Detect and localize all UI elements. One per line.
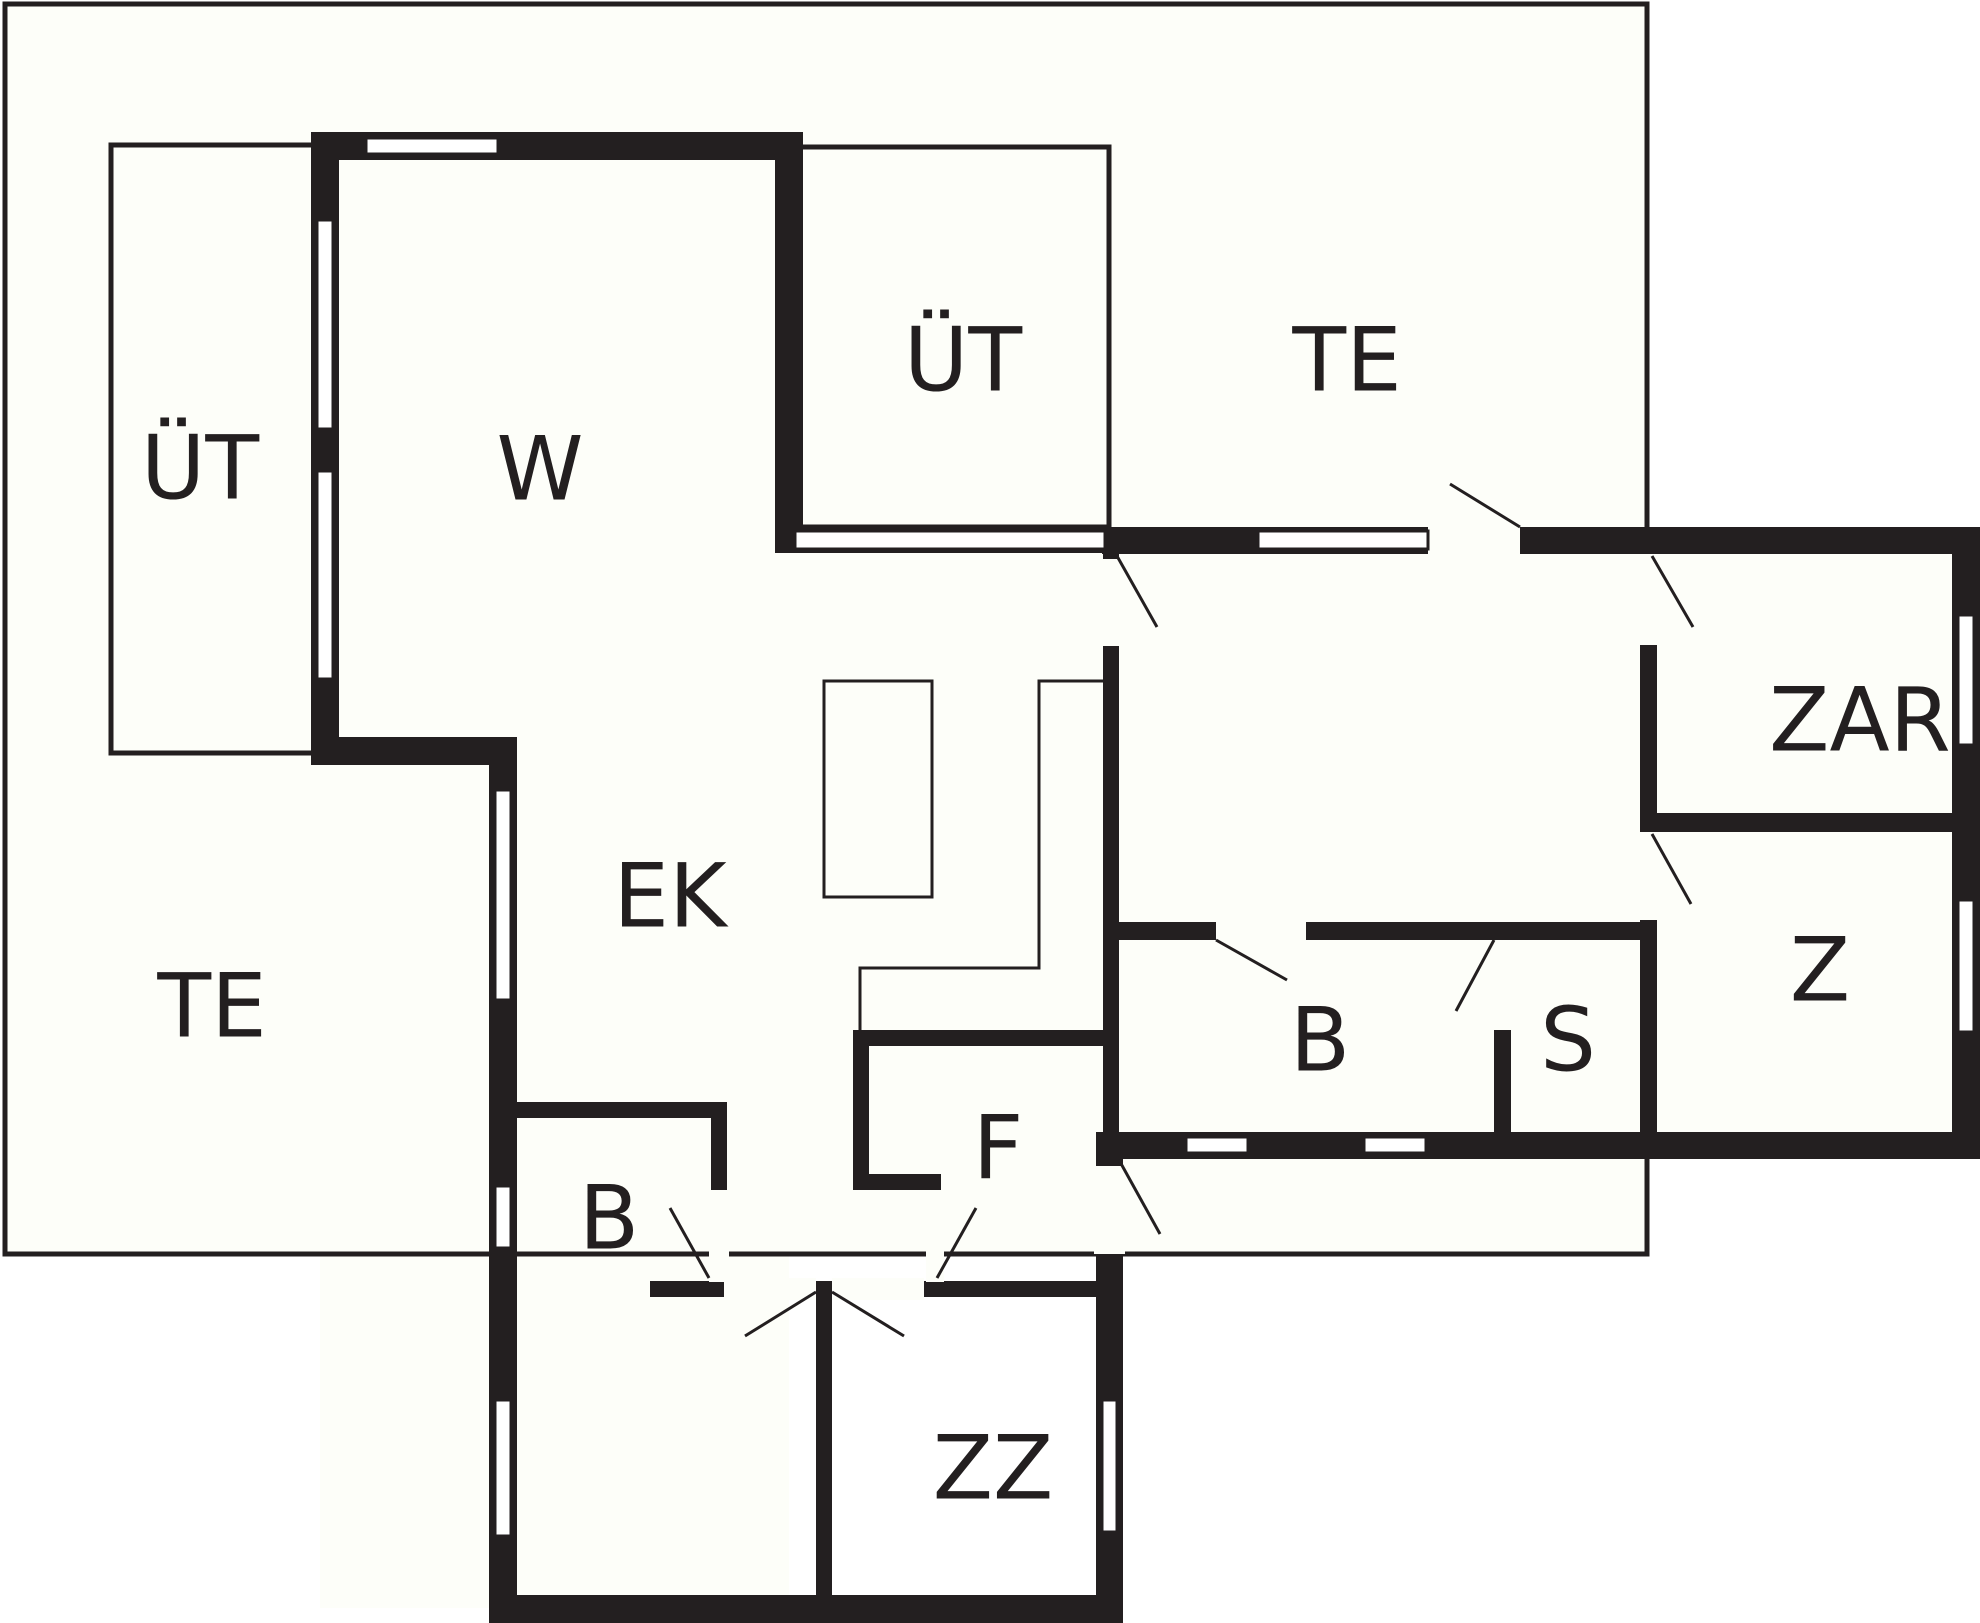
door-swing-hall-south (1117, 1159, 1162, 1235)
wall-b-right-north (1110, 922, 1655, 940)
wall-f-west (853, 1030, 869, 1190)
door-swing-b-right (1215, 938, 1288, 982)
door-swing-zar (1650, 555, 1695, 628)
door-gap-corridor-west (724, 1278, 816, 1300)
wall-f-step-end (927, 1174, 941, 1194)
interior-floor-west (320, 148, 789, 1608)
room-label-ut-left: ÜT (141, 417, 260, 520)
wall-f-east-lower (1096, 1254, 1123, 1284)
wall-s-west (1494, 1030, 1511, 1140)
room-label-te-left: TE (156, 955, 266, 1058)
wall-zar-south (1640, 813, 1980, 832)
window-zar (1956, 613, 1976, 747)
window-w-west-upper (315, 218, 335, 431)
room-label-w: W (496, 418, 583, 521)
door-gap-b-right (1216, 918, 1306, 942)
floor-areas (5, 4, 1970, 1608)
window-hall-north (1256, 529, 1430, 551)
door-swing-s (1454, 939, 1496, 1012)
door-swing-hall-north (1115, 555, 1159, 628)
door-swing-b-left (668, 1207, 711, 1279)
wall-zar-west (1640, 645, 1657, 837)
dining-table (822, 679, 934, 899)
door-swings (668, 482, 1695, 1338)
wall-b-north (506, 1102, 727, 1118)
door-gap-zar (1638, 554, 1659, 645)
wall-east-north (1520, 527, 1980, 554)
door-swing-z (1650, 833, 1693, 905)
room-label-zar: ZAR (1769, 669, 1951, 772)
furniture (822, 679, 1103, 1032)
wall-hall-west (1103, 646, 1119, 1136)
door-gap-hall-south (1094, 1166, 1125, 1254)
wall-f-step (853, 1174, 941, 1190)
door-gap-terrace (1428, 524, 1520, 558)
room-label-s: S (1540, 989, 1596, 1092)
door-gap-s (1493, 940, 1512, 1030)
room-label-ek: EK (613, 845, 729, 948)
door-gap-hall-north (1100, 559, 1121, 646)
window-south-2 (1362, 1135, 1428, 1155)
windows (315, 136, 1976, 1538)
room-label-b-left: B (579, 1167, 639, 1270)
door-swing-corridor-east (831, 1290, 905, 1338)
wall-b-east (711, 1102, 727, 1192)
room-label-b-right: B (1290, 989, 1350, 1092)
door-gap-f (926, 1190, 944, 1282)
wall-w-east (775, 132, 803, 552)
door-gap-b-left (709, 1190, 729, 1282)
interior-floor-east (1110, 540, 1970, 1150)
door-gaps (709, 524, 1659, 1300)
kitchen-counter (858, 679, 1103, 1032)
door-gap-corridor-east (832, 1278, 924, 1300)
door-gap-z (1638, 832, 1659, 920)
wall-south (489, 1595, 1123, 1623)
room-label-ut-top: ÜT (904, 309, 1023, 412)
window-w-west-lower (315, 469, 335, 681)
window-w-north (364, 136, 500, 156)
window-zz (1100, 1398, 1119, 1534)
window-west-room (493, 1398, 513, 1538)
window-south-1 (1184, 1135, 1250, 1155)
room-label-zz: ZZ (933, 1417, 1054, 1520)
room-label-f: F (973, 1097, 1024, 1200)
window-ek-west (493, 788, 513, 1002)
door-swing-terrace (1449, 482, 1521, 529)
wall-zz-west (816, 1281, 832, 1623)
window-b-left (493, 1184, 513, 1250)
room-label-z: Z (1790, 919, 1850, 1022)
room-label-te-top: TE (1291, 309, 1401, 412)
door-swing-f (935, 1207, 978, 1279)
wall-hall-ne-corner (1640, 527, 1657, 554)
window-z (1956, 898, 1976, 1034)
window-ek-north (793, 529, 1107, 551)
door-swing-corridor-west (744, 1290, 817, 1338)
room-labels: ÜT W ÜT TE TE EK ZAR Z B S F B ZZ (141, 309, 1951, 1520)
wall-w-south (311, 737, 517, 765)
wall-f-north (853, 1030, 1116, 1046)
wall-z-west (1640, 920, 1657, 1159)
